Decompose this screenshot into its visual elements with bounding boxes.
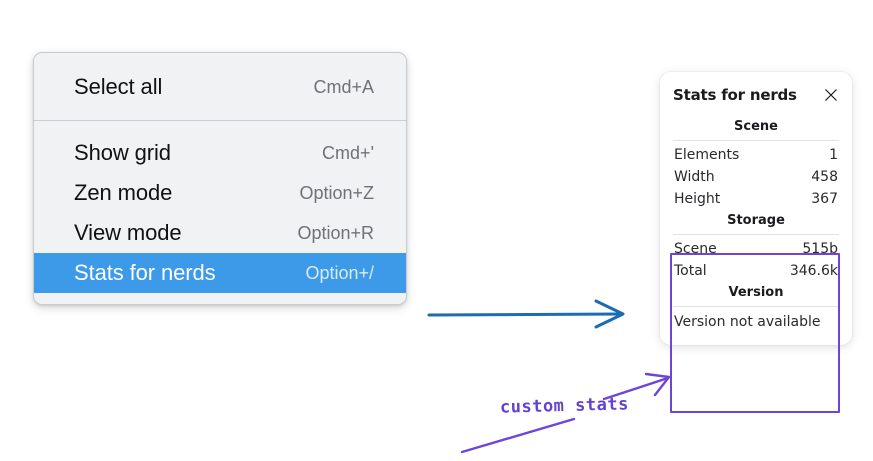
purple-underline-stroke (460, 417, 576, 454)
menu-group-2: Show grid Cmd+' Zen mode Option+Z View m… (34, 121, 406, 304)
stat-key: Height (674, 191, 721, 207)
menu-item-view-mode[interactable]: View mode Option+R (34, 213, 406, 253)
menu-item-label: Select all (74, 74, 163, 99)
section-scene: Scene Elements 1 Width 458 Height 367 (673, 116, 839, 210)
stat-key: Width (674, 169, 715, 185)
panel-header: Stats for nerds (673, 86, 839, 104)
section-divider (673, 234, 839, 235)
stat-value: 1 (829, 147, 838, 163)
section-storage: Storage Scene 515b Total 346.6k (673, 210, 839, 282)
section-heading: Scene (734, 119, 778, 134)
handwritten-note-custom-stats: custom stats (499, 394, 630, 418)
menu-item-zen-mode[interactable]: Zen mode Option+Z (34, 173, 406, 213)
context-menu[interactable]: Select all Cmd+A Show grid Cmd+' Zen mod… (33, 52, 407, 305)
section-heading: Storage (727, 213, 785, 228)
stat-value: 458 (811, 169, 838, 185)
menu-item-shortcut: Option+/ (305, 262, 374, 283)
menu-item-label: View mode (74, 220, 182, 245)
page-title: Stats for nerds (673, 86, 797, 104)
stats-for-nerds-panel[interactable]: Stats for nerds Scene Elements 1 Width 4… (660, 72, 852, 345)
menu-item-shortcut: Option+Z (299, 182, 374, 203)
stat-key: Elements (674, 147, 740, 163)
stat-key: Scene (674, 241, 717, 257)
menu-item-shortcut: Option+R (297, 222, 374, 243)
menu-divider (34, 120, 406, 121)
table-row: Height 367 (673, 188, 839, 210)
menu-item-label: Stats for nerds (74, 260, 216, 285)
menu-item-stats-for-nerds[interactable]: Stats for nerds Option+/ (34, 253, 406, 293)
table-row: Total 346.6k (673, 260, 839, 282)
section-heading: Version (728, 285, 784, 300)
menu-item-select-all[interactable]: Select all Cmd+A (34, 67, 406, 107)
table-row: Elements 1 (673, 144, 839, 166)
close-icon[interactable] (823, 87, 839, 103)
menu-item-show-grid[interactable]: Show grid Cmd+' (34, 133, 406, 173)
menu-item-shortcut: Cmd+' (322, 142, 374, 163)
stat-value: 367 (811, 191, 838, 207)
section-divider (673, 140, 839, 141)
menu-group-1: Select all Cmd+A (34, 53, 406, 120)
stat-key: Total (674, 263, 707, 279)
stat-value: 346.6k (789, 263, 838, 279)
table-row: Scene 515b (673, 238, 839, 260)
menu-item-label: Zen mode (74, 180, 173, 205)
version-status-text: Version not available (674, 314, 821, 330)
menu-item-shortcut: Cmd+A (313, 76, 374, 97)
blue-arrow-annotation (427, 299, 625, 329)
menu-item-label: Show grid (74, 140, 171, 165)
section-version: Version Version not available (673, 282, 839, 332)
stat-value: 515b (802, 241, 838, 257)
section-divider (673, 306, 839, 307)
table-row: Width 458 (673, 166, 839, 188)
